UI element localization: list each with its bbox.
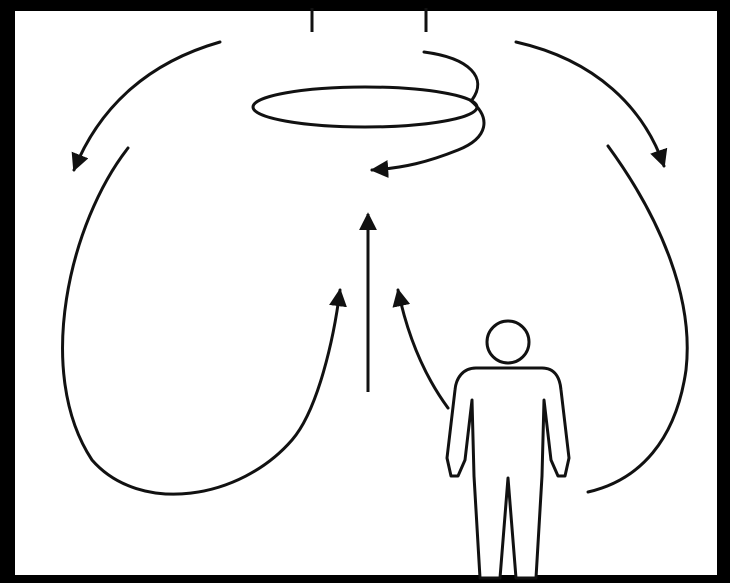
- diagram-panel: [9, 5, 723, 581]
- right-circulation-loop: [392, 40, 689, 494]
- ceiling-outlet: [310, 8, 428, 32]
- person-head: [485, 319, 531, 365]
- left-circulation-loop: [61, 40, 347, 496]
- spiral-vortex: [251, 50, 486, 178]
- person-body: [445, 366, 571, 580]
- person-figure: [445, 319, 571, 580]
